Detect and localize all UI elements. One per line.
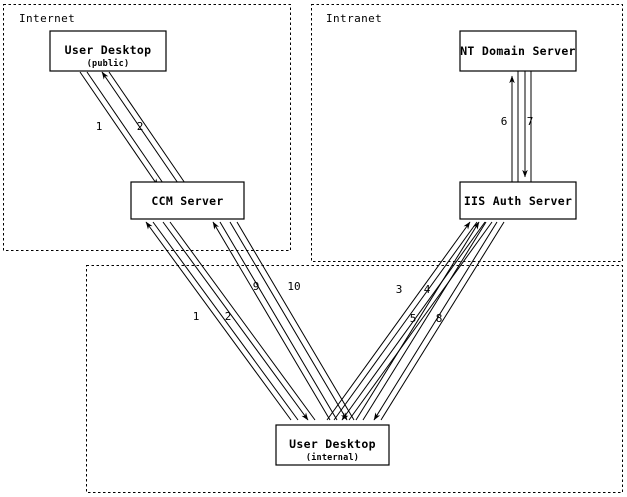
step-label-6: 6 (501, 115, 508, 128)
node-box-iis-auth-server[interactable] (459, 181, 577, 220)
connector-iis-internal-inner (326, 221, 493, 421)
node-iis-auth-server[interactable]: IIS Auth Server (459, 181, 577, 220)
zone-boundaries (3, 4, 623, 493)
step-label-1-public: 1 (96, 120, 103, 133)
flow-line-9-up (212, 221, 331, 421)
node-title-user-desktop-public: User Desktop (65, 43, 152, 57)
step-label-1-internal: 1 (193, 310, 200, 323)
node-box-ccm-server[interactable] (130, 181, 245, 220)
node-title-iis-auth-server: IIS Auth Server (464, 194, 572, 208)
node-title-nt-domain-server: NT Domain Server (460, 44, 576, 58)
step-label-10: 10 (287, 280, 300, 293)
flow-line-9-up-edge (219, 221, 338, 421)
flow-line-3-up (326, 221, 471, 421)
zone-intranet-boundary (311, 4, 623, 262)
flow-line-1-public-down (79, 71, 159, 187)
node-subtitle-user-desktop-public: (public) (87, 58, 130, 69)
flow-line-3-up-edge (333, 221, 478, 421)
zone-internal-boundary (86, 265, 623, 493)
step-label-2-internal: 2 (225, 310, 232, 323)
flow-line-2-internal-down (162, 221, 309, 421)
connector-public-ccm (79, 71, 188, 187)
flow-line-4-down (341, 221, 486, 421)
step-label-3: 3 (396, 283, 403, 296)
step-label-7: 7 (527, 115, 534, 128)
node-subtitle-user-desktop-internal: (internal) (306, 452, 359, 463)
flow-line-2-public-up (101, 71, 181, 187)
node-box-nt-domain-server[interactable] (459, 30, 577, 72)
node-box-user-desktop-public[interactable] (49, 30, 167, 72)
node-title-user-desktop-internal: User Desktop (289, 437, 376, 451)
step-label-2-public: 2 (137, 120, 144, 133)
zone-label-intranet: Intranet (326, 12, 382, 25)
zone-label-internet: Internet (19, 12, 75, 25)
step-label-8: 8 (436, 312, 443, 325)
node-nt-domain-server[interactable]: NT Domain Server (459, 30, 577, 72)
flow-line-2-public-up-edge (108, 71, 188, 187)
flow-line-1-public-down-edge (86, 71, 166, 187)
connector-iis-ntdomain (509, 71, 532, 182)
step-labels: 1 2 1 2 3 4 5 6 7 8 9 10 (96, 115, 534, 325)
flow-line-5-up-edge (362, 221, 487, 421)
step-label-5: 5 (410, 312, 417, 325)
node-box-user-desktop-internal[interactable] (275, 424, 390, 466)
node-user-desktop-internal[interactable]: User Desktop (internal) (275, 424, 390, 466)
connector-ccm-internal-left (145, 221, 316, 421)
connector-iis-internal-outer (355, 221, 505, 421)
node-ccm-server[interactable]: CCM Server (130, 181, 245, 220)
node-title-ccm-server: CCM Server (151, 194, 223, 208)
flow-line-1-internal-up-edge (152, 221, 299, 421)
step-label-9: 9 (253, 280, 260, 293)
zone-internet-boundary (3, 4, 291, 251)
flow-line-1-internal-up (145, 221, 292, 421)
flow-line-5-up (355, 221, 480, 421)
flow-line-10-down (229, 221, 348, 421)
flow-line-10-down-edge (236, 221, 355, 421)
flow-line-2-internal-down-edge (169, 221, 316, 421)
connector-ccm-internal-right (212, 221, 355, 421)
flow-line-8-down-edge (380, 221, 505, 421)
step-label-4: 4 (424, 283, 431, 296)
flow-line-4-down-edge (348, 221, 493, 421)
flow-line-8-down (373, 221, 498, 421)
node-user-desktop-public[interactable]: User Desktop (public) (49, 30, 167, 72)
